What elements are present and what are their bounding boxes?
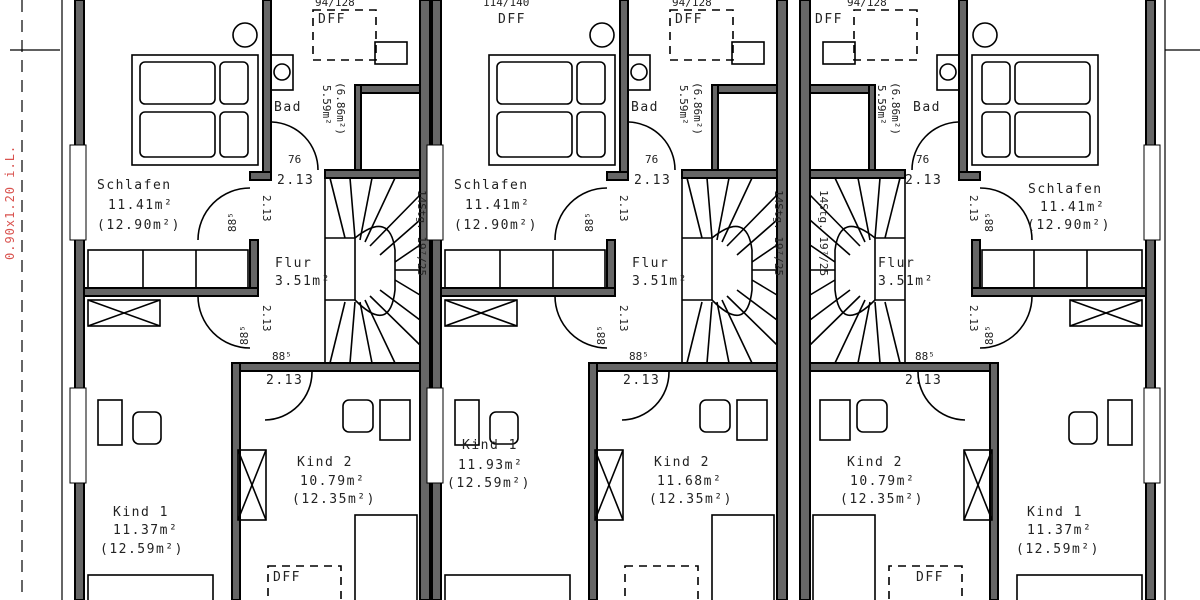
room-area: 10.79m²: [300, 474, 365, 489]
window-label: 94/128: [315, 0, 355, 9]
window-label: 114/140: [483, 0, 529, 9]
room-gross: (12.35m²): [292, 492, 376, 507]
plan-label: 2.13: [905, 373, 942, 388]
plan-label: (12.90m²): [454, 218, 538, 233]
room-gross: (6.86m²): [334, 82, 347, 135]
plan-label: Kind 2: [847, 455, 903, 470]
plan-label: 3.51m²: [632, 274, 688, 289]
plan-label: Kind 1: [1027, 505, 1083, 520]
plan-label: 10.79m²: [850, 474, 915, 489]
stairs-label: 14Stg. 19⁷/25: [415, 190, 428, 276]
plan-label: (12.35m²): [840, 492, 924, 507]
plan-label: (12.35m²): [649, 492, 733, 507]
window-annotation: 0.90x1.20 i.L.: [3, 145, 17, 260]
unit-2-labels: 114/140 DFF 94/128 DFF Schlafen 11.41m² …: [447, 0, 785, 507]
plan-label: (12.59m²): [1016, 542, 1100, 557]
plan-label: Kind 1: [462, 438, 518, 453]
plan-label: 88⁵: [226, 212, 239, 232]
room-name: Schlafen: [97, 178, 172, 193]
plan-label: 3.51m²: [878, 274, 934, 289]
plan-label: 88⁵: [595, 325, 608, 345]
plan-label: (6.86m²): [691, 82, 704, 135]
room-gross: (12.90m²): [97, 218, 181, 233]
plan-label: 2.13: [260, 195, 273, 222]
plan-label: 2.13: [617, 305, 630, 332]
dff-label: DFF: [675, 12, 703, 27]
plan-label: 5.59m²: [677, 85, 690, 125]
plan-label: 2.13: [617, 195, 630, 222]
room-area: 11.37m²: [113, 523, 178, 538]
plan-label: Flur: [878, 256, 915, 271]
plan-label: 11.93m²: [458, 458, 523, 473]
plan-label: 2.13: [260, 305, 273, 332]
plan-label: 11.68m²: [657, 474, 722, 489]
window-label: 94/128: [847, 0, 887, 9]
plan-label: 88⁵: [583, 212, 596, 232]
plan-label: Schlafen: [1028, 182, 1103, 197]
dff-label: DFF: [498, 12, 526, 27]
plan-label: 88⁵: [272, 350, 292, 363]
plan-label: 2.13: [277, 173, 314, 188]
plan-label: 88⁵: [983, 325, 996, 345]
plan-label: Schlafen: [454, 178, 529, 193]
plan-label: Bad: [631, 100, 659, 115]
plan-label: (12.90m²): [1027, 218, 1111, 233]
window-label: 94/128: [672, 0, 712, 9]
dff-label: DFF: [273, 570, 301, 585]
plan-label: Kind 2: [654, 455, 710, 470]
plan-label: 88⁵: [629, 350, 649, 363]
plan-label: 14Stg. 19⁷/25: [817, 190, 830, 276]
room-area: 5.59m²: [320, 85, 333, 125]
unit-3-labels: 94/128 DFF Schlafen 11.41m² (12.90m²) Ba…: [815, 0, 1111, 585]
plan-label: 76: [916, 153, 929, 166]
plan-label: 2.13: [266, 373, 303, 388]
plan-label: 88⁵: [238, 325, 251, 345]
unit-3-walls: [799, 0, 1161, 600]
plan-label: 2.13: [623, 373, 660, 388]
plan-label: 2.13: [967, 195, 980, 222]
unit-1-labels: 94/128 DFF Schlafen 11.41m² (12.90m²) Ba…: [97, 0, 428, 585]
plan-label: 11.41m²: [1040, 200, 1105, 215]
plan-label: 88⁵: [983, 212, 996, 232]
room-name: Bad: [274, 100, 302, 115]
room-area: 3.51m²: [275, 274, 331, 289]
dff-label: DFF: [318, 12, 346, 27]
plan-label: 76: [645, 153, 658, 166]
room-gross: (12.59m²): [100, 542, 184, 557]
room-name: Flur: [275, 256, 312, 271]
dff-label: DFF: [916, 570, 944, 585]
plan-label: Flur: [632, 256, 669, 271]
room-name: Kind 2: [297, 455, 353, 470]
dff-label: DFF: [815, 12, 843, 27]
plan-label: 2.13: [634, 173, 671, 188]
plan-label: (6.86m²): [889, 82, 902, 135]
room-area: 11.41m²: [108, 198, 173, 213]
plan-label: Bad: [913, 100, 941, 115]
plan-label: 11.41m²: [465, 198, 530, 213]
plan-label: 76: [288, 153, 301, 166]
plan-label: 14Stg. 19⁷/25: [772, 190, 785, 276]
room-name: Kind 1: [113, 505, 169, 520]
unit-2-walls: [426, 0, 788, 600]
plan-label: 2.13: [967, 305, 980, 332]
plan-label: 5.59m²: [875, 85, 888, 125]
plan-label: (12.59m²): [447, 476, 531, 491]
plan-label: 2.13: [905, 173, 942, 188]
plan-label: 11.37m²: [1027, 523, 1092, 538]
plan-label: 88⁵: [915, 350, 935, 363]
